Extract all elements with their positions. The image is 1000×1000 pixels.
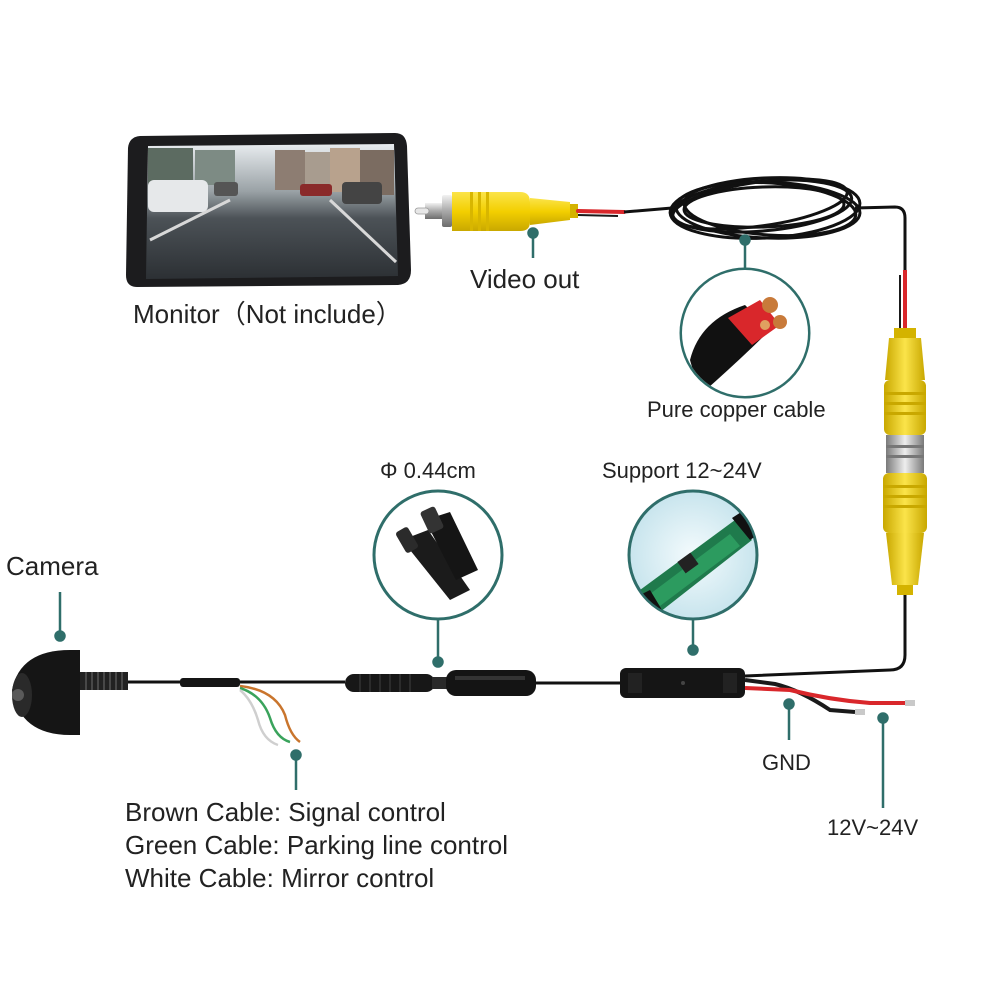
rca-joined-connectors <box>883 328 927 595</box>
camera-label: Camera <box>6 551 99 581</box>
legend-white-cable: White Cable: Mirror control <box>125 863 435 893</box>
circuit-board-callout <box>627 489 759 621</box>
support-voltage-label: Support 12~24V <box>602 458 762 483</box>
diameter-label: Φ 0.44cm <box>380 458 476 483</box>
voltage-label: 12V~24V <box>827 815 919 840</box>
gnd-label: GND <box>762 750 811 775</box>
control-wires <box>239 684 301 747</box>
monitor-label: Monitor（Not include） <box>133 299 402 329</box>
pointer-lines <box>54 227 889 808</box>
connector-diameter-callout <box>372 489 504 621</box>
power-module <box>620 668 745 698</box>
legend-green-cable: Green Cable: Parking line control <box>125 830 508 860</box>
wire-legend: Brown Cable: Signal control Green Cable:… <box>125 796 508 895</box>
copper-cable-callout <box>679 267 811 399</box>
legend-brown-cable: Brown Cable: Signal control <box>125 797 446 827</box>
cable-split-connector <box>345 670 536 696</box>
coiled-cable <box>623 176 907 270</box>
pure-copper-label: Pure copper cable <box>647 397 826 422</box>
video-out-label: Video out <box>470 264 580 294</box>
monitor-image <box>126 133 411 287</box>
rca-video-out-connector <box>414 192 626 231</box>
camera-image <box>12 650 128 735</box>
